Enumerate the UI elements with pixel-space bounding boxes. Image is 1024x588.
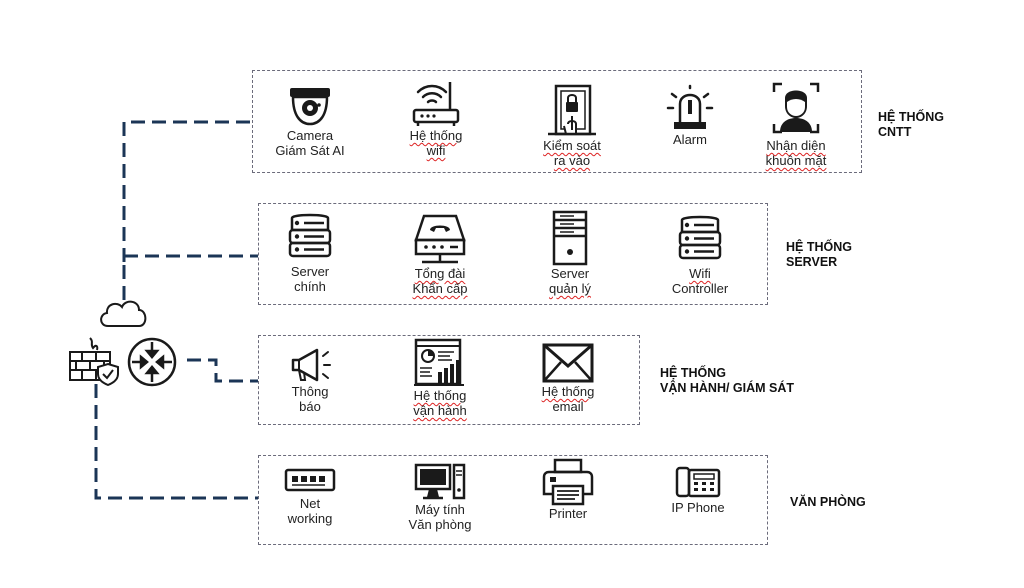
router-icon [127, 337, 177, 387]
server-rack-icon [288, 213, 332, 258]
server-rack-icon [678, 215, 722, 260]
item-label: quản lý [549, 281, 591, 296]
alarm-siren-icon [666, 84, 714, 129]
item-label: Net [299, 496, 321, 511]
network-switch-icon [284, 468, 336, 492]
printer-icon [542, 458, 594, 506]
system-title-server: HỆ THỐNG SERVER [786, 240, 852, 270]
system-title-line: CNTT [878, 125, 912, 139]
item-label: Giám Sát AI [275, 143, 345, 158]
item-ip-phone: IP Phone [650, 464, 746, 515]
item-label: IP Phone [671, 500, 725, 515]
cloud-icon [100, 300, 147, 327]
item-label: Printer [548, 506, 588, 521]
item-label: Hệ thống [541, 384, 595, 399]
access-control-icon [548, 84, 596, 136]
item-label: báo [299, 399, 321, 414]
item-label: khuôn mặt [765, 153, 827, 168]
item-label: working [287, 511, 333, 526]
system-title-line: VĂN PHÒNG [790, 495, 866, 509]
item-alarm: Alarm [642, 84, 738, 147]
item-printer: Printer [520, 458, 616, 521]
item-label: Thông [291, 384, 329, 399]
system-title-line: HỆ THỐNG [660, 366, 726, 380]
dome-camera-icon [290, 88, 330, 126]
system-title-cntt: HỆ THỐNG CNTT [878, 110, 944, 140]
item-label: ra vào [553, 153, 591, 168]
item-label: chính [294, 279, 326, 294]
group-operations [258, 335, 640, 425]
item-label: Controller [671, 281, 729, 296]
firewall-icon [69, 337, 119, 386]
item-label: Khẩn cấp [412, 281, 468, 296]
item-label: Camera [286, 128, 334, 143]
system-title-operations: HỆ THỐNG VẬN HÀNH/ GIÁM SÁT [660, 366, 794, 396]
item-label: Văn phòng [408, 517, 472, 532]
megaphone-icon [291, 348, 331, 382]
system-title-line: VẬN HÀNH/ GIÁM SÁT [660, 381, 795, 395]
item-label: Máy tính [415, 502, 465, 517]
group-office [258, 455, 768, 545]
item-label: vận hành [413, 403, 467, 418]
system-title-office: VĂN PHÒNG [790, 495, 866, 510]
item-label: Kiểm soát [543, 138, 601, 153]
item-label: Hệ thống [413, 388, 467, 403]
system-title-line: HỆ THỐNG [786, 240, 852, 254]
item-label: wifi [426, 143, 446, 158]
ip-phone-icon [675, 466, 721, 498]
face-recognition-icon [772, 82, 820, 134]
dashboard-icon [414, 338, 464, 386]
group-cntt [252, 70, 862, 173]
group-server [258, 203, 768, 305]
item-label: Wifi [689, 266, 711, 281]
item-label: Hệ thống [409, 128, 463, 143]
item-label: Server [550, 266, 590, 281]
pbx-phone-icon [414, 214, 466, 264]
item-label: Tổng đài [414, 266, 466, 281]
item-label: Alarm [673, 132, 707, 147]
item-label: email [552, 399, 584, 414]
item-label: Nhận diện [766, 138, 826, 153]
system-title-line: SERVER [786, 255, 838, 269]
desktop-computer-icon [414, 463, 466, 500]
item-label: Server [290, 264, 330, 279]
wifi-router-icon [412, 82, 460, 126]
server-tower-icon [552, 210, 588, 266]
system-title-line: HỆ THỐNG [878, 110, 944, 124]
envelope-icon [542, 343, 594, 383]
